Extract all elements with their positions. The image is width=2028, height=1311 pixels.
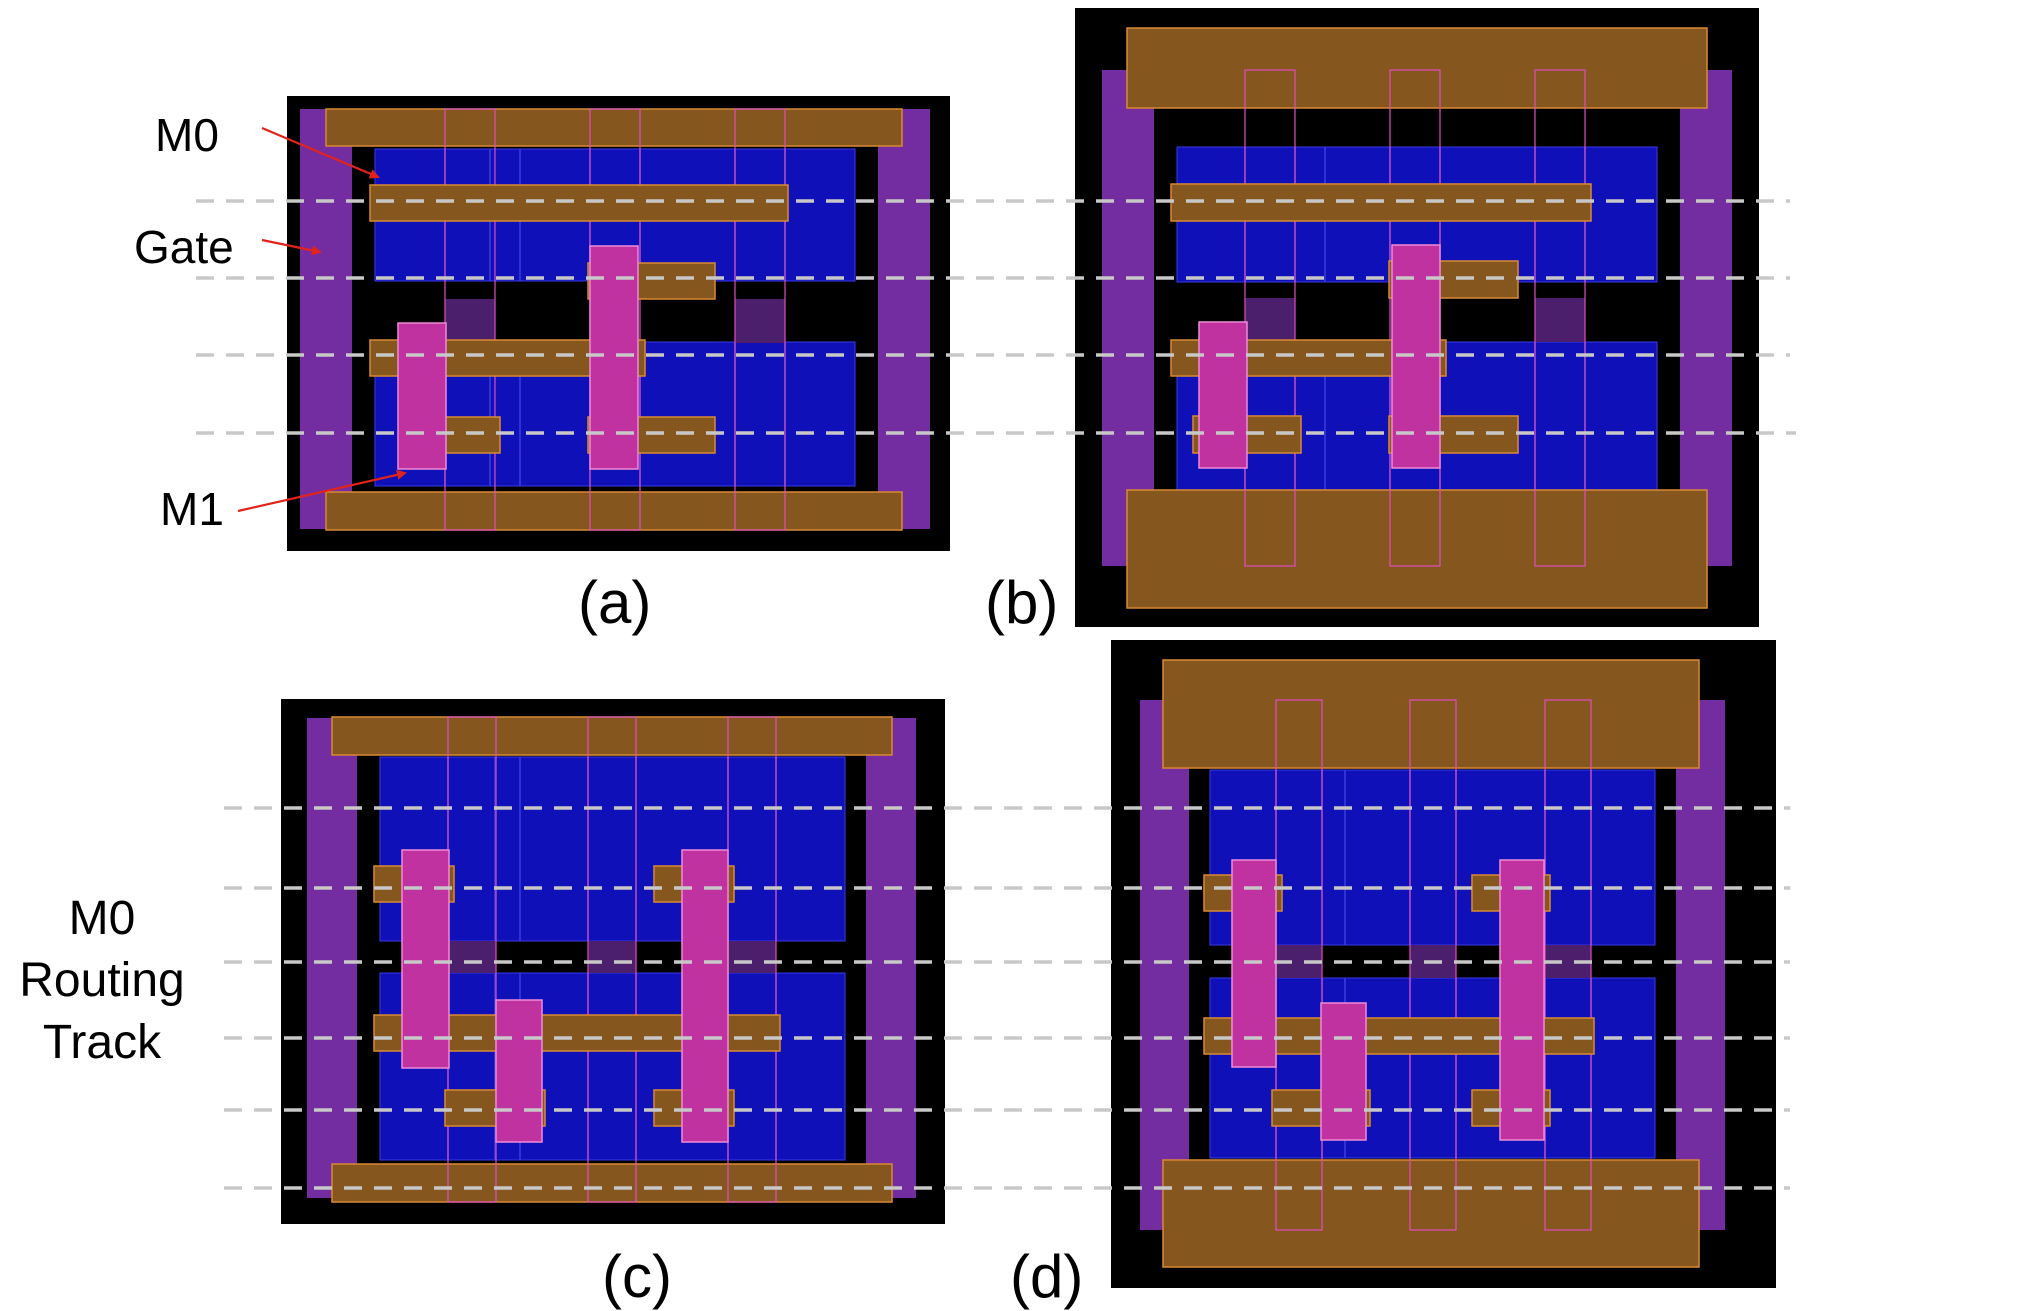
gate-outline [1544,699,1592,1231]
caption-d: (d) [1010,1243,1084,1310]
m1-wire [401,849,450,1069]
gate-stub [445,299,495,343]
label-track-line2: Routing [19,954,185,1007]
label-m0-routing-track: M0 Routing Track [2,888,202,1074]
m1-wire [1320,1002,1367,1141]
gate-stub [1245,298,1295,342]
active-region [1209,769,1656,946]
m0-rail [1162,1159,1700,1268]
gate-outline [1244,69,1296,567]
active-region [379,972,846,1161]
gate-stub [1535,298,1585,342]
gate-outline [1534,69,1586,567]
m1-wire [397,322,447,470]
panel-a [287,96,950,551]
m1-wire [681,849,729,1143]
active-region [1209,977,1656,1159]
m0-rail [1126,27,1708,109]
label-gate: Gate [134,221,234,273]
gate-strip [878,109,930,529]
routing-tracks [196,199,1796,1190]
arrow-m1 [237,469,407,513]
gate-stub [735,299,785,343]
m1-wire [1499,859,1545,1141]
gate-stub [588,941,636,973]
m1-wire [495,999,543,1143]
label-m0: M0 [155,109,219,161]
gate-outline [734,108,786,531]
m0-rail [1162,659,1700,769]
m1-wire [1198,321,1248,469]
panel-d [1111,640,1776,1288]
m0-rail [325,491,903,531]
label-track-line1: M0 [68,892,136,945]
panel-b [1075,8,1759,627]
gate-strip [307,718,357,1198]
gate-outline [1409,699,1457,1231]
arrow-m0 [261,126,380,179]
gate-stub [728,941,776,973]
gate-strip [1676,700,1725,1230]
m0-rail [331,1163,893,1203]
gate-strip [1680,70,1732,566]
gate-strip [866,718,916,1198]
arrow-gate [261,238,322,256]
active-region [379,756,846,942]
caption-b: (b) [985,569,1059,636]
m0-rail [331,716,893,756]
m0-segment [369,184,789,222]
annotation-arrows [237,126,407,513]
gate-strip [1102,70,1154,566]
gate-strip [300,109,352,529]
caption-c: (c) [602,1243,672,1310]
gate-outline [444,108,496,531]
label-track-line3: Track [42,1016,162,1069]
caption-a: (a) [578,569,652,636]
gate-stub [448,941,496,973]
gate-strip [1140,700,1189,1230]
m0-rail [1126,489,1708,609]
gate-outline [587,716,637,1203]
label-m1: M1 [160,483,224,535]
m0-rail [325,108,903,147]
